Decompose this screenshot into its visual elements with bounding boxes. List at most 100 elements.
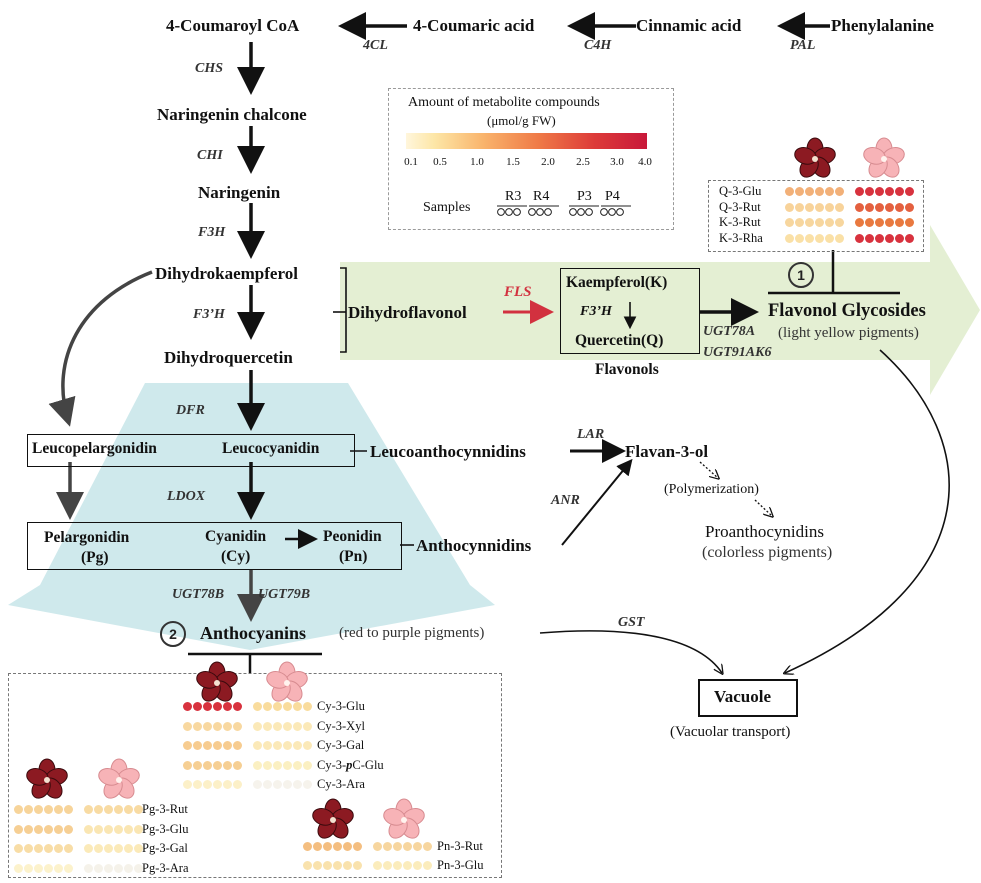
enzyme-ugt78b: UGT78B bbox=[172, 587, 225, 602]
flower-pink-icon bbox=[264, 661, 310, 706]
sample-dot bbox=[855, 187, 864, 196]
sample-dot bbox=[785, 202, 794, 212]
label-pn: (Pn) bbox=[339, 548, 368, 565]
compound-label: Pg-3-Rut bbox=[142, 802, 188, 816]
legend-sample-r3: R3 bbox=[505, 189, 522, 204]
enzyme-chs: CHS bbox=[195, 61, 224, 76]
sample-dot bbox=[94, 863, 103, 873]
sample-dot bbox=[213, 741, 222, 750]
label-proantho-note: (colorless pigments) bbox=[702, 544, 833, 561]
label-anthocynnidins: Anthocynnidins bbox=[416, 536, 532, 555]
dot-row bbox=[14, 805, 73, 814]
sample-dot bbox=[223, 741, 232, 750]
compound-label: Q-3-Rut bbox=[719, 199, 761, 214]
dot-row bbox=[855, 202, 914, 212]
sample-dot bbox=[815, 233, 824, 243]
dot-row bbox=[183, 780, 242, 789]
label-cy: (Cy) bbox=[221, 548, 251, 565]
dot-row bbox=[183, 741, 242, 750]
enzyme-ugt78a: UGT78A bbox=[703, 324, 756, 339]
sample-dot bbox=[263, 780, 272, 789]
dot-row bbox=[785, 202, 844, 212]
sample-dot bbox=[203, 721, 212, 731]
sample-dot bbox=[825, 202, 834, 212]
sample-dot bbox=[134, 863, 143, 873]
label-kaempferol: Kaempferol(K) bbox=[566, 274, 668, 291]
label-anthocyanins-note: (red to purple pigments) bbox=[339, 625, 485, 641]
sample-dot bbox=[263, 760, 272, 770]
dot-row bbox=[183, 760, 242, 770]
dot-row bbox=[785, 218, 844, 227]
sample-dot bbox=[885, 218, 894, 227]
legend-unit: (μmol/g FW) bbox=[487, 113, 556, 128]
sample-dot bbox=[213, 702, 222, 711]
sample-dot bbox=[785, 218, 794, 227]
sample-dot bbox=[283, 780, 292, 789]
flower-red-icon bbox=[310, 798, 356, 843]
sample-dot bbox=[273, 702, 282, 711]
label-flavonols: Flavonols bbox=[595, 361, 659, 378]
sample-dot bbox=[875, 202, 884, 212]
sample-dot bbox=[124, 863, 133, 873]
dot-row bbox=[303, 861, 362, 870]
sample-dot bbox=[64, 863, 73, 873]
sample-dot bbox=[114, 824, 123, 834]
dot-row bbox=[183, 702, 242, 711]
sample-dot bbox=[24, 863, 33, 873]
sample-dot bbox=[273, 741, 282, 750]
sample-dot bbox=[303, 760, 312, 770]
enzyme-anr: ANR bbox=[551, 493, 580, 508]
legend-sample-p4: P4 bbox=[605, 189, 620, 204]
sample-dot bbox=[114, 863, 123, 873]
sample-dot bbox=[303, 721, 312, 731]
label-flavan-3-ol: Flavan-3-ol bbox=[625, 442, 709, 461]
label-peonidin: Peonidin bbox=[323, 528, 382, 545]
legend-box bbox=[388, 88, 674, 230]
bracket-dihydroflavonol bbox=[340, 267, 347, 353]
sample-dot bbox=[273, 760, 282, 770]
sample-dot bbox=[313, 861, 322, 870]
sample-dot bbox=[865, 218, 874, 227]
sample-dot bbox=[44, 844, 53, 853]
sample-dot bbox=[124, 844, 133, 853]
sample-dot bbox=[905, 218, 914, 227]
sample-dot bbox=[84, 844, 93, 853]
dot-row bbox=[84, 805, 143, 814]
sample-dot bbox=[34, 844, 43, 853]
sample-dot bbox=[413, 842, 422, 851]
sample-dot bbox=[393, 842, 402, 851]
sample-dot bbox=[24, 844, 33, 853]
sample-dot bbox=[293, 760, 302, 770]
sample-dot bbox=[14, 824, 23, 834]
compound-label: Pg-3-Glu bbox=[142, 821, 189, 836]
enzyme-fls: FLS bbox=[504, 284, 532, 300]
sample-dot bbox=[825, 233, 834, 243]
enzyme-dfr: DFR bbox=[176, 403, 205, 418]
label-anthocyanins: Anthocyanins bbox=[200, 623, 307, 643]
sample-dot bbox=[805, 202, 814, 212]
sample-dot bbox=[104, 844, 113, 853]
enzyme-ugt91ak6: UGT91AK6 bbox=[703, 345, 772, 360]
sample-dot bbox=[323, 861, 332, 870]
anthocyanidin-box bbox=[27, 522, 402, 570]
sample-dot bbox=[795, 218, 804, 227]
enzyme-lar: LAR bbox=[577, 427, 605, 442]
sample-dot bbox=[283, 741, 292, 750]
sample-dot bbox=[223, 760, 232, 770]
legend-sample-p3: P3 bbox=[577, 189, 592, 204]
sample-dot bbox=[403, 861, 412, 870]
sample-dot bbox=[895, 218, 904, 227]
sample-dot bbox=[273, 721, 282, 731]
sample-dot bbox=[233, 721, 242, 731]
sample-dot bbox=[875, 233, 884, 243]
sample-dot bbox=[233, 741, 242, 750]
sample-dot bbox=[94, 805, 103, 814]
sample-dot bbox=[134, 844, 143, 853]
sample-dot bbox=[34, 805, 43, 814]
dot-row bbox=[14, 844, 73, 853]
dot-row bbox=[84, 844, 143, 853]
sample-dot bbox=[263, 702, 272, 711]
sample-dot bbox=[253, 780, 262, 789]
